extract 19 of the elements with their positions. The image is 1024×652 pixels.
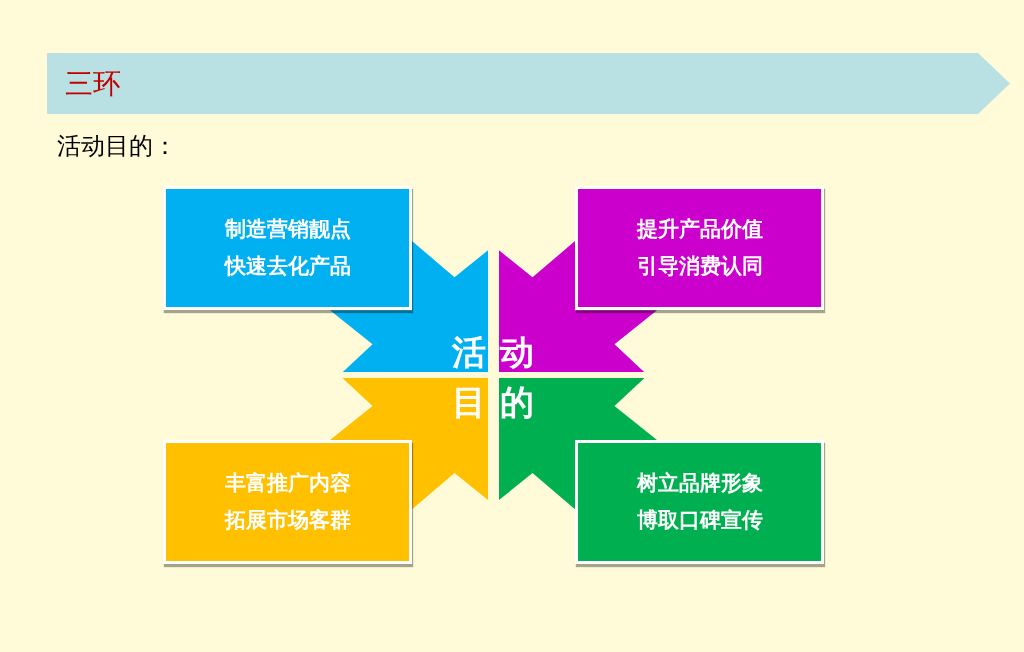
card-text: 拓展市场客群 [224, 507, 351, 534]
card-text: 提升产品价值 [636, 216, 763, 243]
card-text: 丰富推广内容 [224, 470, 351, 497]
goal-card [575, 440, 824, 564]
section-label: 活动目的： [57, 131, 177, 162]
star-segment [330, 240, 488, 372]
card-text: 快速去化产品 [224, 253, 351, 280]
card-text: 树立品牌形象 [636, 470, 763, 497]
goal-card [163, 186, 412, 310]
card-text: 引导消费认同 [636, 253, 763, 280]
goal-card [575, 186, 824, 310]
card-text: 博取口碑宣传 [636, 507, 763, 534]
star-segment [330, 378, 488, 510]
star-segment [499, 378, 657, 510]
card-text: 制造营销靓点 [224, 216, 351, 243]
slide-title: 三环 [65, 66, 121, 102]
goal-card [163, 440, 412, 564]
star-segment [499, 240, 657, 372]
center-title: 活动目的 [452, 327, 549, 427]
